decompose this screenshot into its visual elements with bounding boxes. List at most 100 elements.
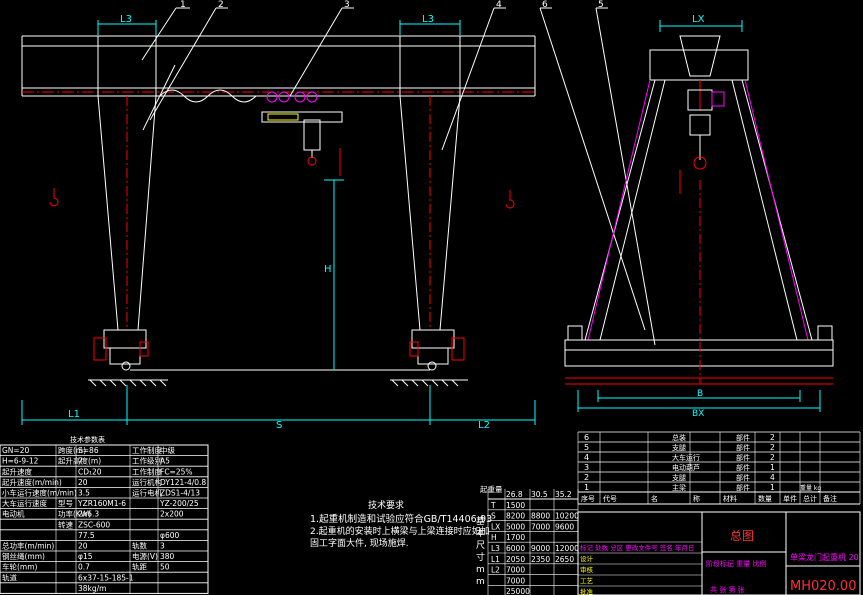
params-cell: 77.5 [78, 531, 95, 540]
sign-row: 设计 [580, 554, 594, 563]
electric-hoist [159, 89, 343, 176]
params-cell: 电源(V) [132, 551, 158, 561]
bom-qty: 2 [770, 433, 775, 442]
params-cell: CD₁20 [78, 467, 102, 476]
params-cell: 3 [160, 542, 165, 551]
dim-l1-label: L1 [68, 409, 80, 420]
bom-header-cell: 单件 [783, 494, 797, 503]
bom-name: 支腿 [672, 473, 686, 482]
side-view: LX B BX [564, 14, 834, 419]
params-cell: ZDS1-4/13 [160, 489, 200, 498]
drawing-title: 总图 [730, 529, 754, 543]
product-name: 单梁龙门起重机 20 [790, 552, 859, 562]
balloon-6: 6 [542, 0, 548, 10]
bom-header-cell: 总计 [803, 494, 817, 503]
dim-table-cell: 2650 [555, 555, 574, 564]
bom-name: 大车运行 [672, 453, 700, 462]
params-cell: 20 [78, 542, 88, 551]
ground-rails [88, 369, 468, 387]
params-cell: A5 [160, 457, 170, 466]
side-leg-left [584, 79, 656, 341]
params-cell: 起升高度(m) [58, 456, 101, 466]
bom-name: 支腿 [672, 443, 686, 452]
dim-table-header-cell: 35.2 [555, 490, 572, 499]
front-view: L3 L3 [21, 0, 656, 431]
dim-l3-left-label: L3 [120, 14, 132, 25]
stage-labels: 阶段标记 重量 比例 [706, 559, 766, 568]
params-cell: 中级 [160, 445, 175, 455]
sign-row: 批准 [580, 587, 594, 595]
dim-table-cell: 2350 [531, 555, 550, 564]
bom-qty: 2 [770, 453, 775, 462]
dim-lx [659, 20, 743, 32]
bom-index: 2 [584, 473, 589, 482]
params-cell: GN=20 [2, 446, 29, 455]
balloon-1: 1 [180, 0, 186, 10]
bom-material: 部件 [736, 463, 750, 472]
dim-table-cell: 12000 [555, 544, 579, 553]
bom-qty: 1 [770, 483, 775, 492]
params-cell: 轨道 [2, 572, 17, 582]
params-title: 技术参数表 [70, 435, 105, 444]
params-cell: 型号 [58, 499, 73, 508]
bom-material: 部件 [736, 443, 750, 452]
drawing-number: MH020.00 [790, 579, 856, 594]
right-leg [399, 35, 465, 371]
technical-requirements: 技术要求 1.起重机制造和试验应符合GB/T14406-93 2.起重机的安装时… [310, 499, 492, 549]
params-cell: 小车运行速度(m/min) [2, 488, 77, 498]
bom-index: 4 [584, 453, 589, 462]
dim-table-cell: 8800 [531, 512, 550, 521]
bom-weight-unit: 重量 kg [800, 484, 821, 492]
dim-table-header-cell: 30.5 [531, 490, 548, 499]
tech-notes-title: 技术要求 [368, 499, 404, 511]
bom-index: 1 [584, 483, 589, 492]
bom-name: 电动葫芦 [672, 463, 700, 472]
balloon-5: 5 [598, 0, 604, 10]
balloon-3: 3 [344, 0, 350, 10]
sign-row: 标记 处数 分区 更改文件号 签名 年月日 [580, 543, 694, 552]
dim-table-header-cell: 26.8 [506, 490, 523, 499]
params-cell: 轨数 [132, 541, 147, 551]
params-cell: 6x37-15-185-1 [78, 573, 134, 582]
dim-table-side-label: m [476, 565, 485, 575]
params-cell: φ15 [78, 552, 93, 561]
params-cell: ZSC-600 [78, 520, 110, 529]
dim-l3-right-label: L3 [422, 14, 434, 25]
dim-table-cell: 7000 [506, 566, 525, 575]
bom-name: 主梁 [672, 483, 686, 492]
dim-table-side-label: 尺 [476, 540, 485, 551]
dim-table-cell: 9000 [531, 544, 550, 553]
bom-name: 总装 [672, 433, 686, 442]
dim-table-cell: 8200 [506, 512, 525, 521]
params-cell: 车轮(mm) [2, 562, 38, 572]
dim-table-row-label: S [491, 512, 496, 521]
dim-table-cell: 7000 [506, 576, 525, 585]
bom-index: 3 [584, 463, 589, 472]
params-cell: 起升速度(m/min) [2, 477, 62, 487]
dim-table-side-label: 寸 [476, 551, 485, 563]
bom-header-cell: 备注 [823, 494, 837, 503]
balloon-2: 2 [218, 0, 224, 10]
params-cell: 轨距 [132, 562, 147, 572]
dim-table-cell: 1700 [506, 533, 525, 542]
bom-header-cell: 序号 [581, 494, 595, 503]
bom-header-cell: 代号 [603, 494, 617, 503]
params-cell: H=6-9-12 [2, 457, 39, 466]
params-cell: 转速 [58, 519, 73, 529]
bom-qty: 4 [770, 473, 775, 482]
dim-table-side-label: m [476, 577, 485, 587]
bom-header-cell: 称 [693, 494, 700, 503]
balloon-leaders [141, 7, 656, 346]
params-cell: 20 [78, 478, 88, 487]
params-cell: 工作制度 [132, 445, 162, 455]
params-cell: 7 [78, 457, 83, 466]
params-cell: 运行电机 [132, 488, 162, 498]
params-cell: S=86 [78, 446, 99, 455]
params-cell: 跨度(m) [58, 445, 86, 455]
bom-header-cell: 数量 [758, 494, 772, 503]
dim-h-label: H [324, 264, 332, 275]
dim-table-row-label: L3 [491, 544, 500, 553]
